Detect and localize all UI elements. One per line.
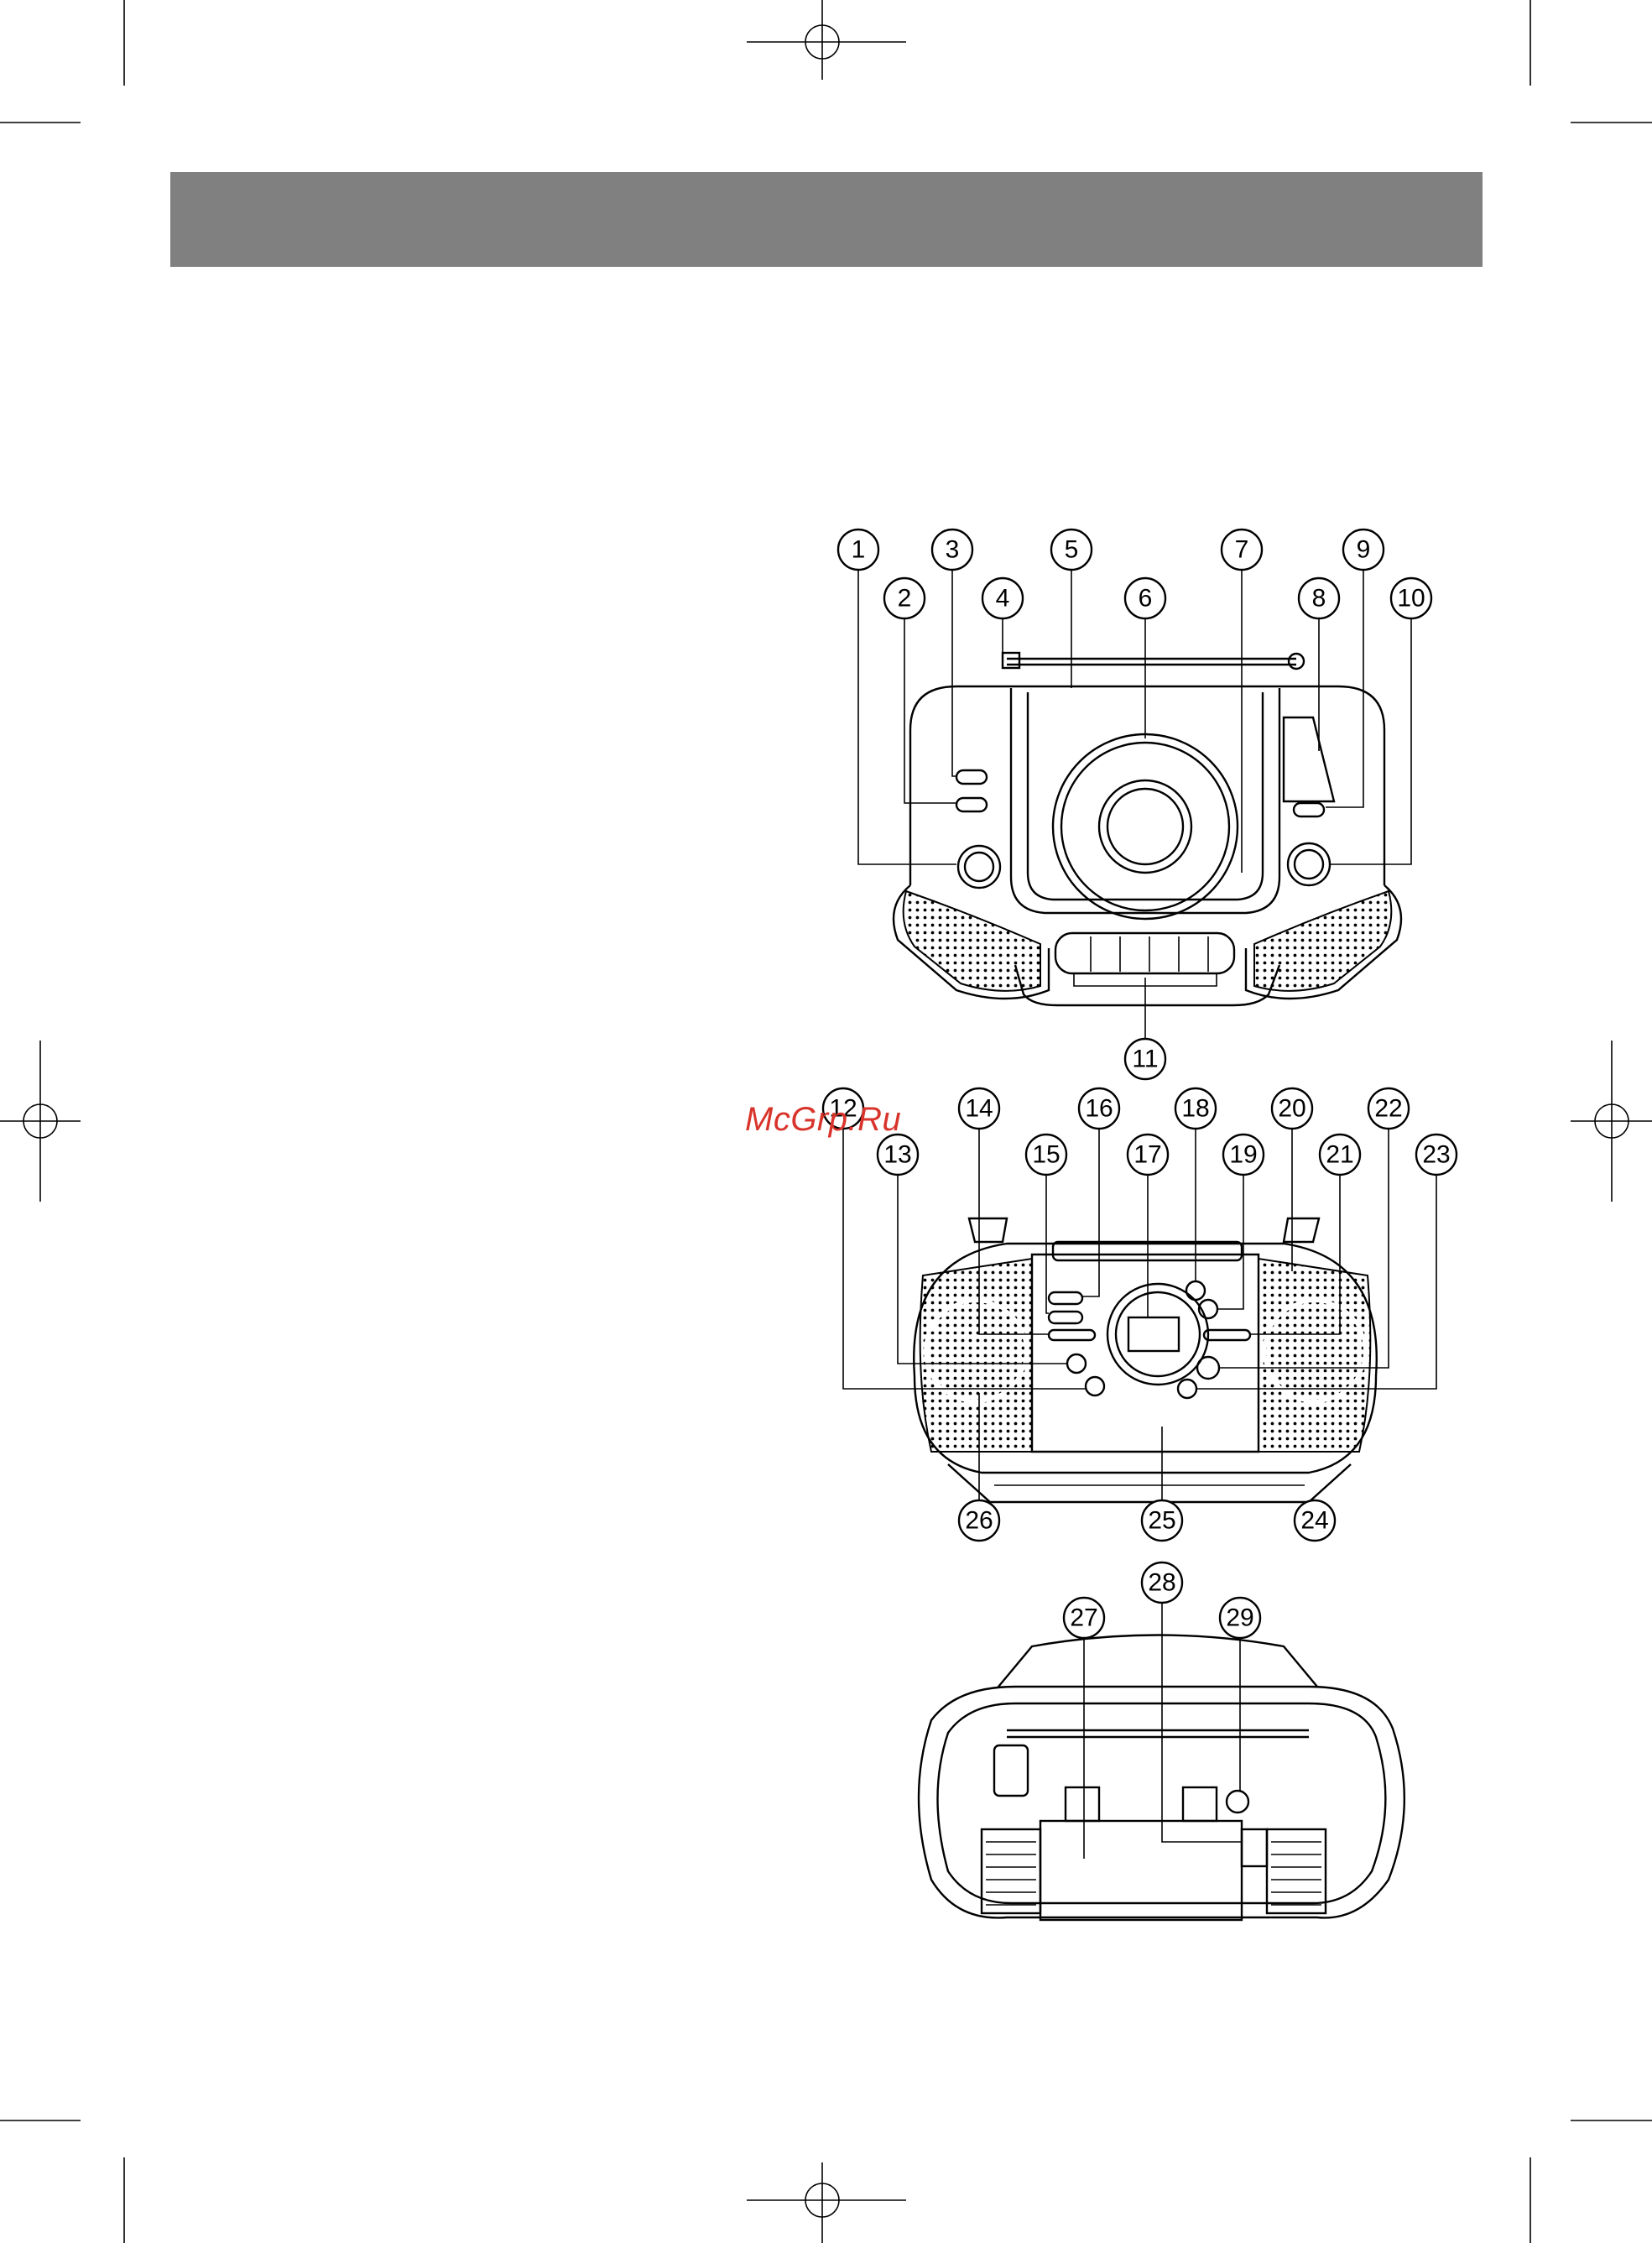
callout-14: 14	[959, 1088, 999, 1129]
svg-text:23: 23	[1422, 1141, 1450, 1169]
svg-text:11: 11	[1132, 1046, 1158, 1073]
svg-text:20: 20	[1278, 1095, 1305, 1123]
callout-24: 24	[1295, 1500, 1335, 1541]
callout-18: 18	[1175, 1088, 1216, 1129]
callout-11: 11	[1125, 1039, 1165, 1079]
callout-10: 10	[1391, 578, 1431, 618]
callout-4: 4	[982, 578, 1023, 618]
svg-text:6: 6	[1139, 585, 1153, 613]
svg-text:22: 22	[1374, 1095, 1402, 1123]
callout-17: 17	[1128, 1135, 1168, 1175]
svg-text:5: 5	[1065, 536, 1079, 564]
callout-8: 8	[1299, 578, 1339, 618]
svg-text:4: 4	[996, 585, 1010, 613]
callout-15: 15	[1026, 1135, 1066, 1175]
callout-16: 16	[1079, 1088, 1119, 1129]
svg-text:14: 14	[965, 1095, 993, 1123]
callout-27: 27	[1064, 1598, 1104, 1638]
svg-text:28: 28	[1148, 1569, 1175, 1597]
callout-6: 6	[1125, 578, 1165, 618]
svg-text:9: 9	[1357, 536, 1371, 564]
registration-mark-icon	[747, 2162, 906, 2243]
svg-text:25: 25	[1148, 1507, 1175, 1535]
device-top-view	[894, 653, 1401, 1005]
callout-1: 1	[838, 529, 878, 570]
svg-text:21: 21	[1326, 1141, 1353, 1169]
svg-text:27: 27	[1070, 1604, 1097, 1632]
callout-7: 7	[1222, 529, 1262, 570]
svg-text:19: 19	[1229, 1141, 1257, 1169]
callout-9: 9	[1343, 529, 1384, 570]
svg-text:7: 7	[1235, 536, 1249, 564]
callout-25: 25	[1142, 1500, 1182, 1541]
svg-text:16: 16	[1085, 1095, 1113, 1123]
registration-mark-icon	[0, 1041, 81, 1202]
callout-28: 28	[1142, 1562, 1182, 1603]
svg-text:18: 18	[1181, 1095, 1209, 1123]
svg-text:13: 13	[883, 1141, 911, 1169]
svg-text:2: 2	[898, 585, 912, 613]
device-front-view	[914, 1218, 1377, 1502]
callout-26: 26	[959, 1500, 999, 1541]
registration-mark-icon	[1571, 1041, 1652, 1202]
callout-23: 23	[1416, 1135, 1457, 1175]
watermark-text: McGrp.Ru	[745, 1101, 901, 1139]
registration-mark-icon	[747, 0, 906, 80]
callout-2: 2	[884, 578, 925, 618]
svg-text:3: 3	[946, 536, 960, 564]
callout-19: 19	[1223, 1135, 1264, 1175]
callout-5: 5	[1051, 529, 1092, 570]
callout-29: 29	[1220, 1598, 1260, 1638]
svg-text:1: 1	[852, 536, 866, 564]
callout-20: 20	[1272, 1088, 1312, 1129]
callout-13: 13	[878, 1135, 918, 1175]
svg-text:17: 17	[1133, 1141, 1161, 1169]
svg-text:29: 29	[1226, 1604, 1253, 1632]
svg-text:10: 10	[1397, 585, 1425, 613]
callout-21: 21	[1320, 1135, 1360, 1175]
callout-3: 3	[932, 529, 972, 570]
svg-text:26: 26	[965, 1507, 993, 1535]
svg-text:8: 8	[1312, 585, 1326, 613]
svg-text:15: 15	[1032, 1141, 1060, 1169]
callout-22: 22	[1368, 1088, 1409, 1129]
svg-text:24: 24	[1300, 1507, 1328, 1535]
